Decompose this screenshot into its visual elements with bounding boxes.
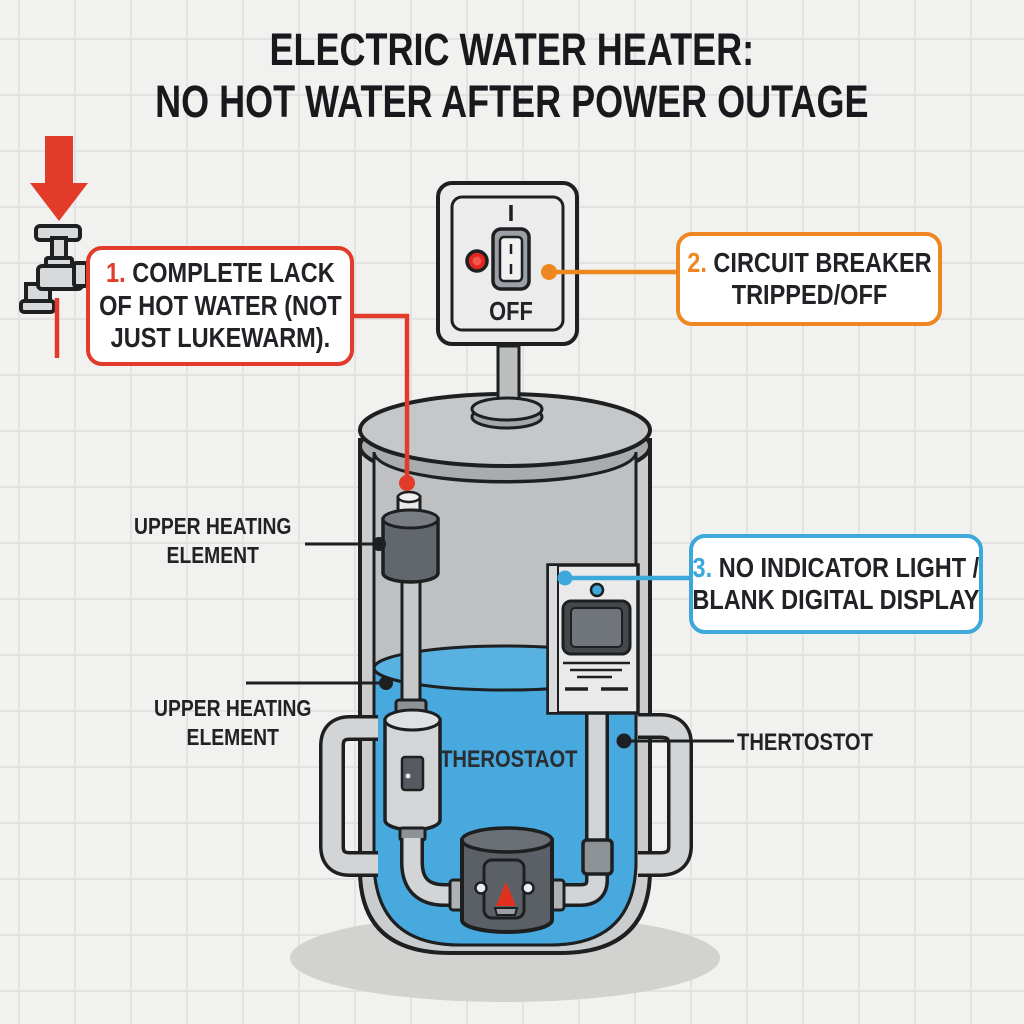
callout-3-number: 3. (692, 551, 713, 583)
label-thermostat-right: THERTOSTOT (737, 729, 873, 756)
element-rod (400, 571, 422, 707)
callout-1-number: 1. (105, 257, 126, 289)
label-thermostat-tank: THEROSTAOT (440, 746, 578, 773)
title-line-2: NO HOT WATER AFTER POWER OUTAGE (155, 76, 869, 128)
callout-breaker-tripped: 2. CIRCUIT BREAKER TRIPPED/OFF (676, 232, 942, 326)
callout-no-indicator: 3. NO INDICATOR LIGHT / BLANK DIGITAL DI… (689, 534, 983, 634)
connector-blue-dot (557, 570, 573, 586)
lower-thermostat-unit (383, 698, 442, 842)
connector-orange-dot (541, 264, 557, 280)
breaker-inner-panel (450, 195, 565, 332)
circuit-breaker: OFF (436, 181, 579, 430)
breaker-off-label: OFF (489, 297, 533, 326)
triangle-base (493, 907, 519, 916)
warning-triangle-icon (496, 882, 516, 906)
thermostat-access-plate (400, 755, 425, 792)
left-bottom-pipe (400, 838, 462, 907)
connector-blue (557, 570, 689, 586)
connector-thermostat (616, 733, 734, 749)
drum-screw-left (474, 881, 488, 895)
red-down-arrow-icon (30, 136, 88, 221)
left-loop-pipe (319, 715, 378, 877)
callout-2-number: 2. (686, 246, 707, 278)
connector-red (54, 298, 415, 491)
title-line-1: ELECTRIC WATER HEATER: (269, 24, 755, 75)
callout-no-hot-water: 1. COMPLETE LACK OF HOT WATER (NOT JUST … (86, 246, 354, 366)
element-body (381, 517, 440, 584)
upper-heating-element (381, 490, 440, 707)
connector-orange (541, 264, 676, 280)
right-loop-pipe (638, 713, 693, 877)
bottom-heating-drum (448, 826, 566, 934)
connector-lower-element (246, 676, 393, 690)
digital-display-panel (546, 563, 640, 715)
pipe-coupling (581, 838, 614, 876)
connector-red-dot (399, 475, 415, 491)
drum-screw-right (521, 881, 535, 895)
label-upper-heating-element-1: UPPER HEATING ELEMENT (134, 513, 292, 569)
label-upper-heating-element-2: UPPER HEATING ELEMENT (154, 695, 312, 751)
right-bottom-pipe (552, 710, 609, 907)
faucet-icon (19, 224, 89, 314)
connector-upper-element (305, 537, 386, 551)
panel-indicator-light (589, 582, 605, 598)
panel-side-fold (547, 564, 559, 714)
page-title: ELECTRIC WATER HEATER: NO HOT WATER AFTE… (0, 24, 1024, 128)
